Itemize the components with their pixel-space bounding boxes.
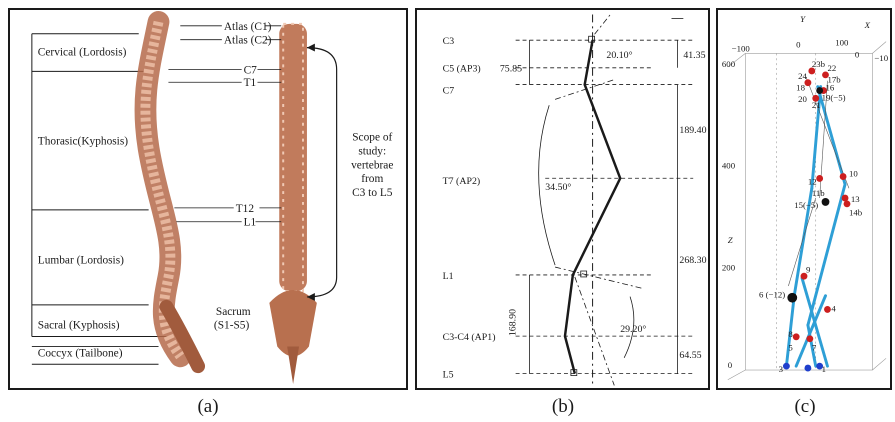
- label-l5: L5: [443, 370, 454, 381]
- axis-label-z: Z: [728, 235, 733, 245]
- svg-text:11b: 11b: [812, 188, 825, 198]
- region-label-lumbar: Lumbar (Lordosis): [38, 254, 124, 266]
- label-c7: C7: [244, 64, 258, 76]
- caption-a: (a): [178, 396, 238, 418]
- svg-text:7: 7: [812, 342, 817, 352]
- svg-text:6 (−12): 6 (−12): [759, 290, 785, 300]
- svg-text:16: 16: [826, 83, 835, 93]
- svg-text:10: 10: [849, 169, 858, 179]
- label-atlas-c1: Atlas (C1): [224, 21, 272, 33]
- tick-z-200: 200: [722, 262, 736, 272]
- label-l1: L1: [443, 271, 454, 282]
- svg-text:12: 12: [808, 176, 817, 186]
- region-label-thoracic: Thorasic(Kyphosis): [38, 136, 128, 148]
- region-label-cervical: Cervical (Lordosis): [38, 47, 127, 59]
- label-c5-ap3: C5 (AP3): [443, 64, 481, 75]
- svg-text:21: 21: [812, 100, 821, 110]
- svg-text:8: 8: [788, 329, 793, 339]
- level-lines: [516, 40, 694, 373]
- dim-268-30: 268.30: [679, 255, 706, 266]
- caption-b: (b): [533, 396, 593, 418]
- svg-text:15(−5): 15(−5): [794, 200, 818, 210]
- spine-geometry-diagram: C3 C5 (AP3) C7 T7 (AP2) L1 C3-C4 (AP1) L…: [417, 10, 708, 388]
- dim-168-90: 168.90: [508, 309, 519, 336]
- dim-189-40: 189.40: [679, 125, 706, 136]
- tick-top-0: −100: [732, 43, 751, 53]
- label-t12: T12: [236, 203, 255, 215]
- tick-z-0: 0: [728, 360, 733, 370]
- svg-text:24: 24: [798, 71, 807, 81]
- svg-text:14b: 14b: [849, 208, 863, 218]
- angle-20-10: 20.10°: [606, 50, 632, 61]
- point-labels: 23b 24 22 17b 18 16 19(−5) 20 21 10 12 1…: [759, 59, 863, 374]
- label-l1: L1: [244, 217, 257, 229]
- region-label-sacral: Sacral (Kyphosis): [38, 320, 120, 332]
- label-c3: C3: [443, 36, 455, 47]
- svg-text:vertebrae: vertebrae: [351, 159, 393, 171]
- label-c3-c4-ap1: C3-C4 (AP1): [443, 332, 496, 343]
- label-t7-ap2: T7 (AP2): [443, 176, 481, 187]
- tick-z-600: 600: [722, 59, 736, 69]
- svg-text:19(−5): 19(−5): [822, 92, 846, 102]
- svg-text:13: 13: [851, 194, 860, 204]
- angle-34-50: 34.50°: [545, 182, 571, 193]
- tick-top-3: 0: [855, 49, 860, 59]
- svg-text:20: 20: [798, 94, 807, 104]
- svg-text:18: 18: [796, 83, 805, 93]
- dim-64-55: 64.55: [679, 350, 701, 361]
- axis-label-y: Y: [800, 14, 806, 24]
- dim-41-35: 41.35: [683, 50, 705, 61]
- svg-text:23b: 23b: [812, 59, 826, 69]
- label-sacrum-range: (S1-S5): [214, 320, 250, 332]
- svg-text:22: 22: [827, 63, 836, 73]
- svg-text:1: 1: [822, 364, 826, 374]
- svg-text:study:: study:: [358, 145, 386, 157]
- tick-top-4: −10: [874, 53, 888, 63]
- spine-lateral-view: [145, 22, 198, 366]
- svg-text:Scope of: Scope of: [352, 132, 392, 144]
- panel-a-spine-anatomy: Cervical (Lordosis) Thorasic(Kyphosis) L…: [8, 8, 408, 390]
- right-dimensions: [672, 18, 684, 373]
- tick-top-2: 100: [835, 38, 849, 48]
- svg-text:9: 9: [806, 264, 811, 274]
- svg-text:C3 to L5: C3 to L5: [352, 187, 393, 199]
- dim-75-85: 75.85: [500, 64, 522, 75]
- spine-anatomy-figure: Cervical (Lordosis) Thorasic(Kyphosis) L…: [10, 10, 406, 388]
- label-sacrum: Sacrum: [216, 306, 251, 318]
- label-atlas-c2: Atlas (C2): [224, 35, 272, 47]
- label-c7: C7: [443, 85, 455, 96]
- svg-text:4: 4: [831, 303, 836, 313]
- scope-label: Scope of study: vertebrae from C3 to L5: [351, 132, 393, 199]
- panel-b-spine-geometry: C3 C5 (AP3) C7 T7 (AP2) L1 C3-C4 (AP1) L…: [415, 8, 710, 390]
- axis-label-x: X: [864, 20, 871, 30]
- region-label-coccyx: Coccyx (Tailbone): [38, 347, 123, 359]
- spine-3d-plot: Y X Z −100 0 100 0 −10 600 400 200 0: [718, 10, 890, 388]
- tick-z-400: 400: [722, 161, 736, 171]
- panel-c-3d-model: Y X Z −100 0 100 0 −10 600 400 200 0: [716, 8, 892, 390]
- svg-text:from: from: [361, 173, 383, 185]
- spine-posterior-view: [269, 24, 316, 384]
- scope-bracket: [307, 48, 337, 297]
- label-t1: T1: [244, 77, 257, 89]
- caption-c: (c): [775, 396, 835, 418]
- angle-29-20: 29.20°: [620, 324, 646, 335]
- link-lines: [786, 87, 845, 367]
- vertebra-leaders: [168, 26, 281, 222]
- tick-top-1: 0: [796, 40, 801, 50]
- svg-text:5: 5: [788, 342, 793, 352]
- svg-text:3: 3: [779, 364, 784, 374]
